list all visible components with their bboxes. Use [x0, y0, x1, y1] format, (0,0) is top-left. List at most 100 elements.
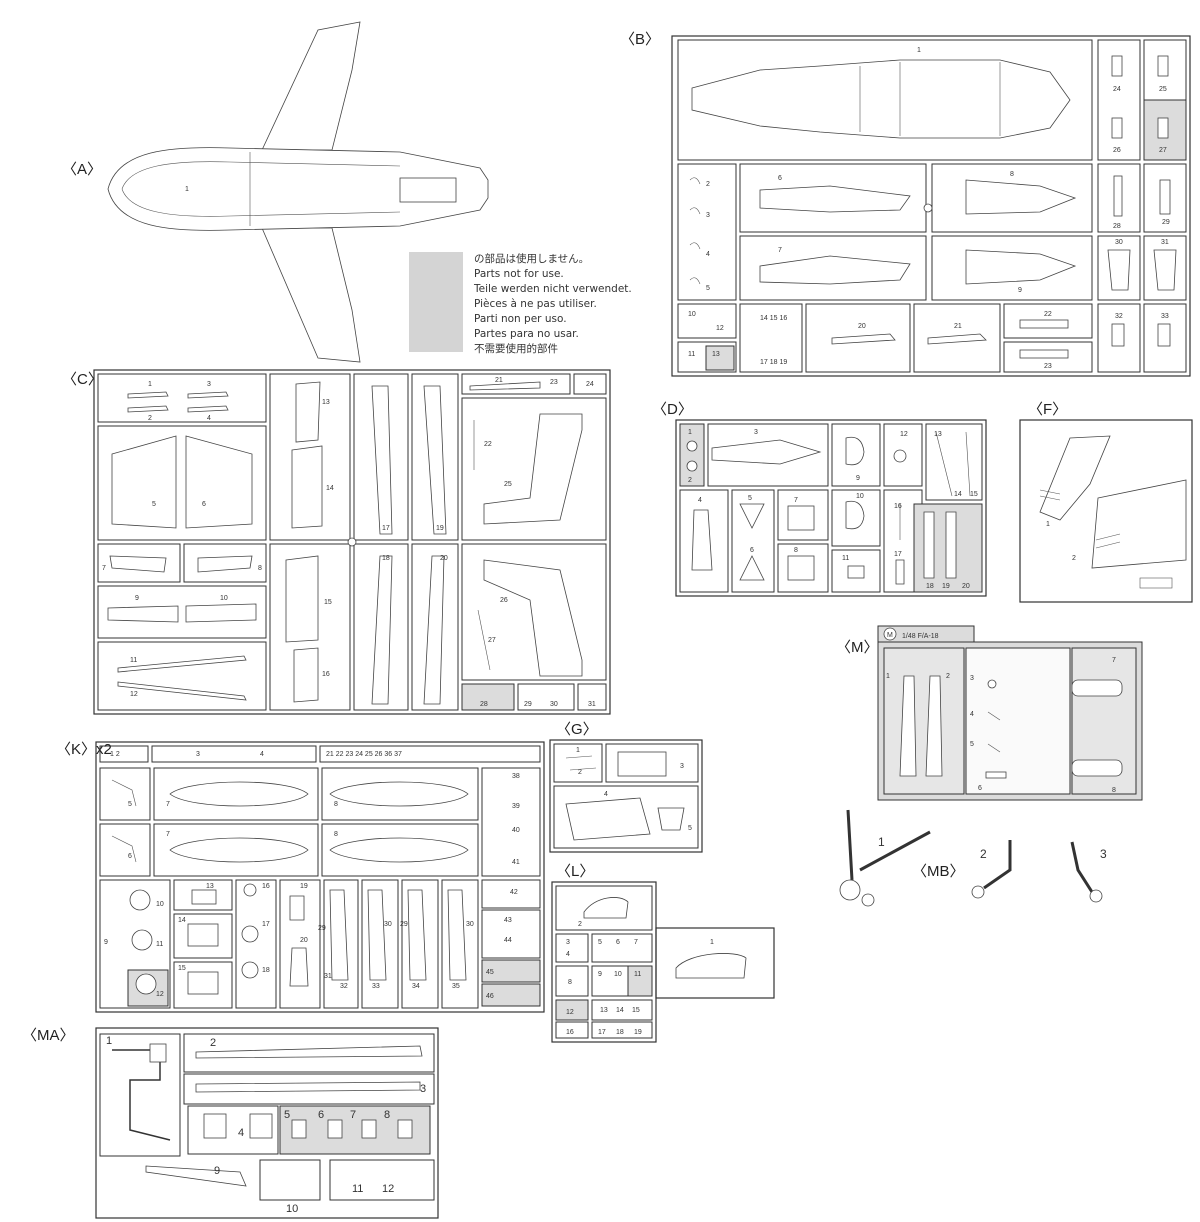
svg-text:17: 17	[598, 1029, 606, 1036]
svg-text:9: 9	[1018, 287, 1022, 294]
svg-text:19: 19	[634, 1029, 642, 1036]
svg-text:35: 35	[452, 983, 460, 990]
svg-text:M: M	[887, 632, 893, 639]
svg-text:17: 17	[262, 921, 270, 928]
svg-text:12: 12	[716, 325, 724, 332]
svg-text:11: 11	[634, 971, 641, 978]
f-part-2	[1091, 479, 1187, 569]
svg-text:17: 17	[382, 525, 390, 532]
svg-text:32: 32	[340, 983, 348, 990]
svg-text:9: 9	[598, 971, 602, 978]
legend-line-zh: 不需要使用的部件	[474, 342, 558, 355]
svg-text:3: 3	[970, 675, 974, 682]
svg-text:2: 2	[578, 921, 582, 928]
svg-text:6: 6	[778, 175, 782, 182]
svg-text:14: 14	[178, 917, 186, 924]
ma-part-2	[195, 1045, 423, 1059]
svg-text:3: 3	[680, 763, 684, 770]
svg-text:4: 4	[566, 951, 570, 958]
svg-text:19: 19	[300, 883, 308, 890]
svg-text:3: 3	[420, 1083, 426, 1095]
m-badge-icon	[883, 627, 897, 641]
sprue-b-label: 〈B〉	[620, 31, 660, 48]
svg-text:15: 15	[970, 491, 978, 498]
engine-nozzle	[399, 177, 457, 203]
svg-text:31: 31	[588, 701, 596, 708]
svg-text:33: 33	[1161, 313, 1169, 320]
lower-wing	[261, 227, 361, 363]
svg-text:15: 15	[632, 1007, 640, 1014]
svg-text:8: 8	[334, 831, 338, 838]
svg-text:7: 7	[794, 497, 798, 504]
sprue-m-tag: 1/48 F/A-18	[902, 633, 939, 640]
b-part-6	[759, 185, 911, 213]
svg-text:1: 1	[710, 939, 714, 946]
sprue-g-frame	[549, 739, 703, 853]
svg-text:4: 4	[604, 791, 608, 798]
upper-wing	[261, 21, 361, 151]
sprue-d-label: 〈D〉	[652, 401, 693, 418]
svg-text:46: 46	[486, 993, 494, 1000]
svg-text:4: 4	[698, 497, 702, 504]
sprue-k-frame	[95, 741, 545, 1013]
svg-text:18: 18	[262, 967, 270, 974]
svg-text:15: 15	[324, 599, 332, 606]
sprue-ma-frame	[95, 1027, 439, 1219]
unused-swatch	[409, 252, 463, 352]
sprue-a: 〈A〉 1	[62, 21, 489, 363]
legend: の部品は使用しません。 Parts not for use. Teile wer…	[409, 252, 632, 355]
svg-text:13: 13	[322, 399, 330, 406]
svg-text:18: 18	[926, 583, 934, 590]
svg-text:8: 8	[384, 1109, 390, 1121]
svg-text:1: 1	[878, 835, 885, 849]
sprue-k-label: 〈K〉x2	[56, 741, 112, 758]
svg-text:26: 26	[500, 597, 508, 604]
svg-text:13: 13	[206, 883, 214, 890]
svg-text:28: 28	[1113, 223, 1121, 230]
svg-text:19: 19	[436, 525, 444, 532]
legend-line-es: Partes para no usar.	[474, 328, 579, 340]
svg-text:19: 19	[942, 583, 950, 590]
svg-text:1: 1	[917, 47, 921, 54]
fuselage-part-1	[107, 147, 489, 231]
svg-text:5: 5	[128, 801, 132, 808]
svg-text:30: 30	[466, 921, 474, 928]
svg-text:5: 5	[706, 285, 710, 292]
svg-text:3: 3	[566, 939, 570, 946]
svg-text:28: 28	[480, 701, 488, 708]
svg-text:4: 4	[970, 711, 974, 718]
svg-text:25: 25	[1159, 86, 1167, 93]
c-part-26-fin	[483, 559, 583, 677]
svg-text:5: 5	[284, 1109, 290, 1121]
svg-text:8: 8	[794, 547, 798, 554]
svg-text:2: 2	[578, 769, 582, 776]
svg-text:33: 33	[372, 983, 380, 990]
svg-text:11: 11	[130, 657, 137, 664]
svg-text:1: 1	[688, 429, 692, 436]
svg-text:41: 41	[512, 859, 520, 866]
svg-text:4: 4	[207, 415, 211, 422]
svg-text:26: 26	[1113, 147, 1121, 154]
b-part-9	[965, 249, 1077, 285]
svg-text:1: 1	[106, 1035, 112, 1047]
svg-text:5: 5	[748, 495, 752, 502]
svg-text:6: 6	[128, 853, 132, 860]
svg-text:15: 15	[178, 965, 186, 972]
svg-text:6: 6	[616, 939, 620, 946]
sprue-ma-label: 〈MA〉	[22, 1027, 75, 1044]
svg-text:1: 1	[1046, 521, 1050, 528]
svg-text:5: 5	[970, 741, 974, 748]
svg-text:44: 44	[504, 937, 512, 944]
svg-text:9: 9	[856, 475, 860, 482]
svg-text:17: 17	[894, 551, 902, 558]
svg-text:3: 3	[196, 751, 200, 758]
svg-text:2: 2	[210, 1037, 216, 1049]
svg-text:21 22 23 24 25 26 36 37: 21 22 23 24 25 26 36 37	[326, 751, 402, 758]
svg-text:1: 1	[148, 381, 152, 388]
b-part-8	[965, 179, 1077, 215]
